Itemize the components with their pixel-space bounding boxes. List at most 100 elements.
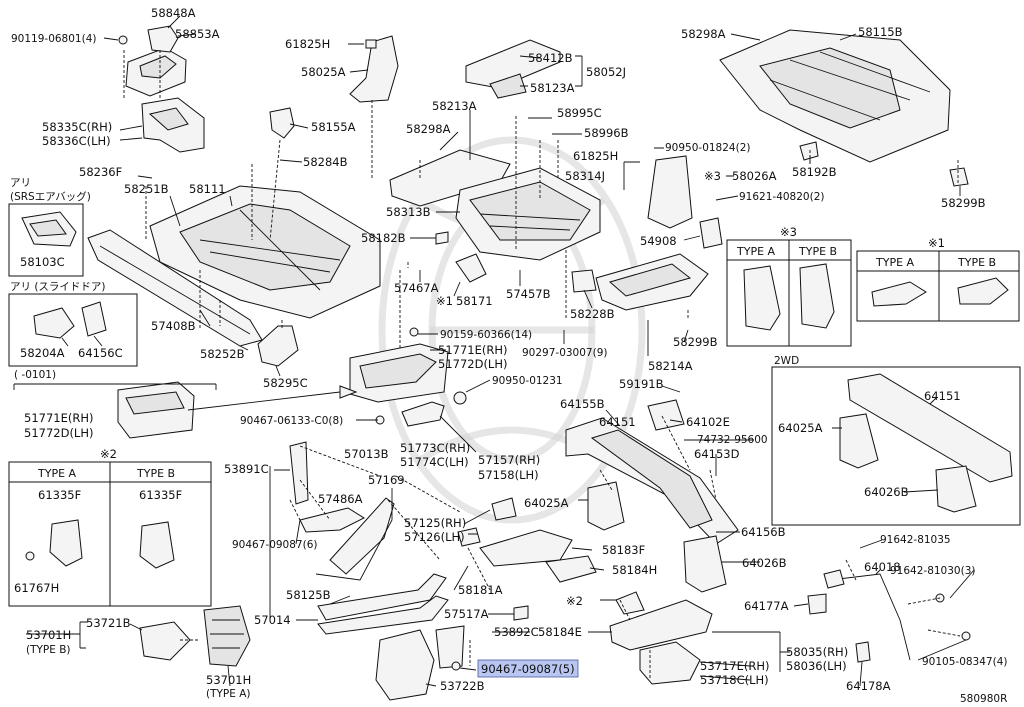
part-label[interactable]: 64155B <box>560 397 605 411</box>
part-label[interactable]: 64178A <box>846 679 891 693</box>
part-label[interactable]: 58184E <box>538 625 582 639</box>
part-label[interactable]: 90105-08347(4) <box>922 656 1007 668</box>
part-label[interactable]: 64018 <box>864 560 901 574</box>
part-label[interactable]: 91642-81035 <box>880 534 951 546</box>
part-label[interactable]: 58314J <box>565 169 605 183</box>
part-label[interactable]: 58299B <box>941 196 986 210</box>
part-label[interactable]: 74732-95600 <box>697 434 768 446</box>
part-label[interactable]: 90950-01231 <box>492 375 563 387</box>
part-label[interactable]: 53717E(RH) <box>700 659 769 673</box>
part-label[interactable]: 64026B <box>864 485 909 499</box>
part-label[interactable]: 51771E(RH) <box>24 411 93 425</box>
part-label[interactable]: 58182B <box>361 231 406 245</box>
part-label[interactable]: 53722B <box>440 679 485 693</box>
part-label[interactable]: 58181A <box>458 583 503 597</box>
part-label[interactable]: 64025A <box>778 421 823 435</box>
part-label[interactable]: 90467-09087(5) <box>481 662 575 676</box>
part-label[interactable]: 58204A <box>20 346 65 360</box>
part-label[interactable]: 64026B <box>742 556 787 570</box>
part-label[interactable]: 58848A <box>151 6 196 20</box>
part-label[interactable]: 58155A <box>311 120 356 134</box>
part-label[interactable]: 58036(LH) <box>786 659 847 673</box>
part-label[interactable]: 53701H <box>206 673 251 687</box>
part-label[interactable]: 57157(RH) <box>478 453 540 467</box>
part-label[interactable]: 58123A <box>530 81 575 95</box>
part-label[interactable]: 58214A <box>648 359 693 373</box>
part-label[interactable]: 57125(RH) <box>404 516 466 530</box>
part-label[interactable]: 58035(RH) <box>786 645 848 659</box>
part-label[interactable]: 51773C(RH) <box>400 441 470 455</box>
part-label[interactable]: 58183F <box>602 543 645 557</box>
part-label[interactable]: 58213A <box>432 99 477 113</box>
part-label[interactable]: 58103C <box>20 255 65 269</box>
part-label[interactable]: 64153D <box>694 447 740 461</box>
part-label[interactable]: 51772D(LH) <box>438 357 507 371</box>
part-label[interactable]: 58298A <box>406 122 451 136</box>
part-label[interactable]: 58236F <box>79 165 122 179</box>
part-label[interactable]: 58284B <box>303 155 348 169</box>
part-label[interactable]: 58125B <box>286 588 331 602</box>
part-label[interactable]: 57408B <box>151 319 196 333</box>
part-label[interactable]: 53891C <box>224 462 269 476</box>
part-label[interactable]: 58252B <box>200 347 245 361</box>
part-label[interactable]: 58412B <box>528 51 573 65</box>
part-label[interactable]: (TYPE A) <box>206 688 251 700</box>
part-label[interactable]: 64156C <box>78 346 123 360</box>
part-label[interactable]: 90119-06801(4) <box>11 33 96 45</box>
part-label[interactable]: 57486A <box>318 492 363 506</box>
part-label[interactable]: 58192B <box>792 165 837 179</box>
part-label[interactable]: 64177A <box>744 599 789 613</box>
part-label[interactable]: 57517A <box>444 607 489 621</box>
part-label[interactable]: 57169 <box>368 473 405 487</box>
part-label[interactable]: 58336C(LH) <box>42 134 111 148</box>
part-label[interactable]: 61825H <box>573 149 618 163</box>
part-label[interactable]: 90297-03007(9) <box>522 347 607 359</box>
part-label[interactable]: 64151 <box>924 389 961 403</box>
part-label[interactable]: 51774C(LH) <box>400 455 469 469</box>
part-label[interactable]: 59191B <box>619 377 664 391</box>
part-label[interactable]: 51771E(RH) <box>438 343 507 357</box>
part-label[interactable]: 53721B <box>86 616 131 630</box>
part-label[interactable]: 64102E <box>686 415 730 429</box>
part-label[interactable]: 58025A <box>301 65 346 79</box>
part-label[interactable]: 61335F <box>38 488 81 502</box>
part-label[interactable]: 58298A <box>681 27 726 41</box>
part-label[interactable]: 58228B <box>570 307 615 321</box>
part-label[interactable]: 58115B <box>858 25 903 39</box>
part-label[interactable]: 64156B <box>741 525 786 539</box>
part-label[interactable]: (TYPE B) <box>26 644 71 656</box>
part-label[interactable]: 91621-40820(2) <box>739 191 824 203</box>
part-label[interactable]: 57014 <box>254 613 291 627</box>
part-label[interactable]: 57457B <box>506 287 551 301</box>
part-label[interactable]: 64025A <box>524 496 569 510</box>
part-label[interactable]: 90467-09087(6) <box>232 539 317 551</box>
part-label[interactable]: 57013B <box>344 447 389 461</box>
part-label[interactable]: 58295C <box>263 376 308 390</box>
part-label[interactable]: 58251B <box>124 182 169 196</box>
part-label[interactable]: 57158(LH) <box>478 468 539 482</box>
part-label[interactable]: 53718C(LH) <box>700 673 769 687</box>
part-label[interactable]: 58995C <box>557 106 602 120</box>
part-label[interactable]: 53892C <box>494 625 539 639</box>
part-label[interactable]: 61825H <box>285 37 330 51</box>
part-label[interactable]: 57467A <box>394 281 439 295</box>
part-label[interactable]: 58335C(RH) <box>42 120 112 134</box>
part-label[interactable]: 91642-81030(3) <box>890 565 975 577</box>
part-label[interactable]: 58996B <box>584 126 629 140</box>
part-label[interactable]: 61335F <box>139 488 182 502</box>
part-label[interactable]: 58184H <box>612 563 657 577</box>
part-label[interactable]: 61767H <box>14 581 59 595</box>
part-label[interactable]: 90467-06133-C0(8) <box>240 415 343 427</box>
part-label[interactable]: 54908 <box>640 234 677 248</box>
part-label[interactable]: 58299B <box>673 335 718 349</box>
part-label[interactable]: 58111 <box>189 182 226 196</box>
part-label[interactable]: 53701H <box>26 628 71 642</box>
part-label[interactable]: 51772D(LH) <box>24 426 93 440</box>
part-label[interactable]: 90950-01824(2) <box>665 142 750 154</box>
part-label[interactable]: 58052J <box>586 65 626 79</box>
part-label[interactable]: 64151 <box>599 415 636 429</box>
part-label[interactable]: 58171 <box>456 294 493 308</box>
part-label[interactable]: 90159-60366(14) <box>440 329 532 341</box>
part-label[interactable]: 58853A <box>175 27 220 41</box>
part-label[interactable]: 58313B <box>386 205 431 219</box>
